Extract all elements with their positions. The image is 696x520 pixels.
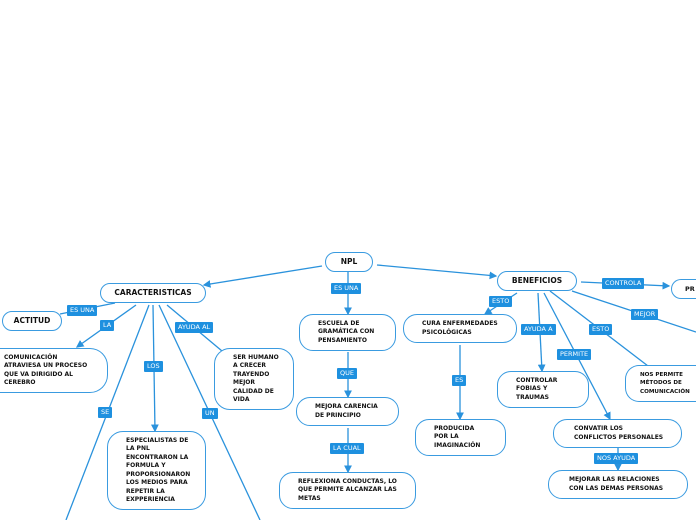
- node-text: CURA ENFERMEDADES PSICOLÓGICAS: [422, 320, 498, 336]
- node-producida[interactable]: PRODUCIDA POR LA IMAGINACIÓN: [415, 419, 506, 456]
- node-caracteristicas[interactable]: CARACTERISTICAS: [100, 283, 206, 303]
- node-reflexiona[interactable]: REFLEXIONA CONDUCTAS, LO QUE PERMITE ALC…: [279, 472, 416, 509]
- node-beneficios[interactable]: BENEFICIOS: [497, 271, 577, 291]
- link-label-controla: CONTROLA: [602, 278, 645, 289]
- node-text: BENEFICIOS: [511, 275, 563, 285]
- node-text: CONTROLAR FOBIAS Y TRAUMAS: [516, 376, 558, 401]
- link-label-se: SE: [98, 407, 113, 418]
- link-label-permite: PERMITE: [557, 349, 592, 360]
- node-escuela[interactable]: ESCUELA DE GRAMÁTICA CON PENSAMIENTO: [299, 314, 396, 351]
- node-pr[interactable]: PR: [671, 279, 696, 299]
- link-label-ayuda-a: AYUDA A: [521, 324, 556, 335]
- link-label-que: QUE: [337, 368, 357, 379]
- link-label-es: ES: [452, 375, 467, 386]
- node-text: ACTITUD: [13, 315, 51, 325]
- node-cura[interactable]: CURA ENFERMEDADES PSICOLÓGICAS: [403, 314, 517, 343]
- node-mejorar[interactable]: MEJORAR LAS RELACIONES CON LAS DEMAS PER…: [548, 470, 688, 499]
- node-text: MEJORAR LAS RELACIONES CON LAS DEMAS PER…: [569, 476, 664, 492]
- node-text: COMUNICACIÓN ATRAVIESA UN PROCESO QUE VA…: [4, 353, 88, 387]
- node-text: NOS PERMITE MÉTODOS DE COMUNICACIÓN: [640, 371, 690, 395]
- node-text: SER HUMANO A CRECER TRAYENDO MEJOR CALID…: [233, 353, 279, 404]
- link-label-esto: ESTO: [489, 296, 513, 307]
- node-text: CONVATIR LOS CONFLICTOS PERSONALES: [574, 425, 664, 441]
- node-especialistas[interactable]: ESPECIALISTAS DE LA PNL ENCONTRARON LA F…: [107, 431, 206, 510]
- node-convatir[interactable]: CONVATIR LOS CONFLICTOS PERSONALES: [553, 419, 682, 448]
- link-label-un: UN: [202, 408, 218, 419]
- node-text: PR: [685, 284, 695, 293]
- node-text: ESCUELA DE GRAMÁTICA CON PENSAMIENTO: [318, 319, 375, 344]
- link-label-es-una: ES UNA: [331, 283, 362, 294]
- node-text: MEJORA CARENCIA DE PRINCIPIO: [315, 403, 378, 419]
- node-nos-permite[interactable]: NOS PERMITE MÉTODOS DE COMUNICACIÓN: [625, 365, 696, 402]
- node-text: CARACTERISTICAS: [114, 287, 192, 297]
- link-label-esto: ESTO: [589, 324, 613, 335]
- node-text: NPL: [340, 256, 358, 266]
- node-ser-humano[interactable]: SER HUMANO A CRECER TRAYENDO MEJOR CALID…: [214, 348, 294, 410]
- node-text: PRODUCIDA POR LA IMAGINACIÓN: [434, 424, 481, 449]
- node-npl[interactable]: NPL: [325, 252, 373, 272]
- link-label-mejor: MEJOR: [631, 309, 659, 320]
- link-label-los: LOS: [144, 361, 163, 372]
- link-label-es-una: ES UNA: [67, 305, 98, 316]
- node-controlar[interactable]: CONTROLAR FOBIAS Y TRAUMAS: [497, 371, 589, 408]
- link-label-nos-ayuda: NOS AYUDA: [594, 453, 639, 464]
- node-comunicacion[interactable]: COMUNICACIÓN ATRAVIESA UN PROCESO QUE VA…: [0, 348, 108, 393]
- link-label-la-cual: LA CUAL: [330, 443, 364, 454]
- node-text: ESPECIALISTAS DE LA PNL ENCONTRARON LA F…: [126, 436, 191, 504]
- link-label-la: LA: [100, 320, 115, 331]
- node-mejora-carencia[interactable]: MEJORA CARENCIA DE PRINCIPIO: [296, 397, 399, 426]
- node-actitud[interactable]: ACTITUD: [2, 311, 62, 331]
- node-text: REFLEXIONA CONDUCTAS, LO QUE PERMITE ALC…: [298, 477, 397, 502]
- link-label-ayuda-al: AYUDA AL: [175, 322, 214, 333]
